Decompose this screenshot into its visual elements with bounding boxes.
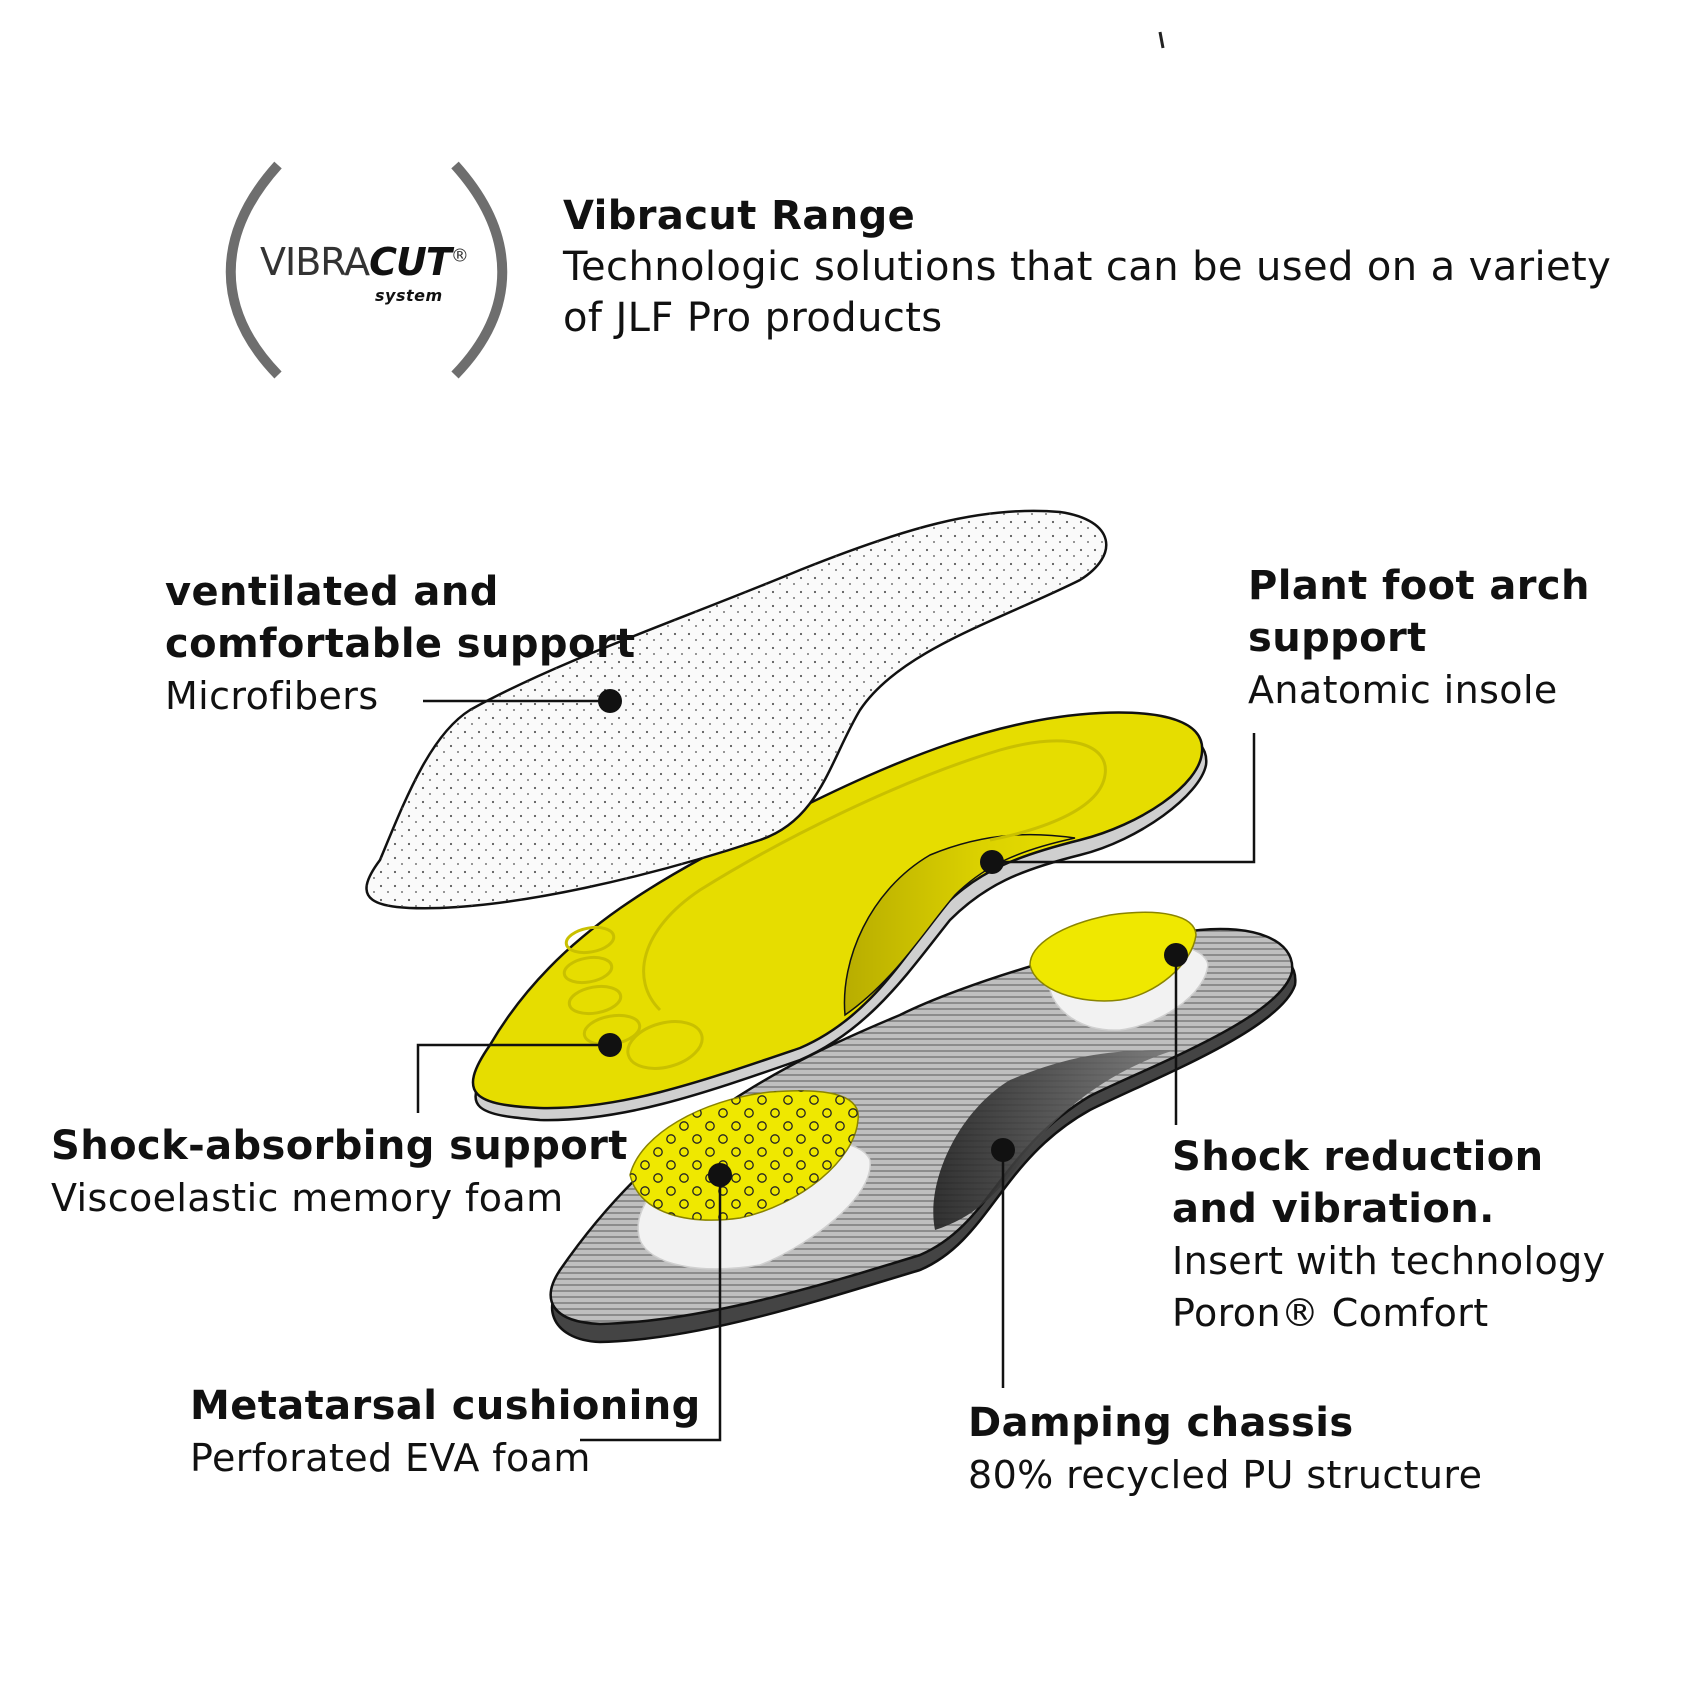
callout-title: Damping chassis [968, 1400, 1354, 1446]
callout-title: and vibration. [1172, 1186, 1495, 1232]
callout-subtitle: Viscoelastic memory foam [51, 1176, 564, 1220]
callout-subtitle: Poron® Comfort [1172, 1291, 1489, 1335]
callout-title: ventilated and [165, 569, 499, 615]
microfiber-layer [365, 509, 1108, 910]
header-title: Vibracut Range [563, 193, 916, 239]
callout-subtitle: Anatomic insole [1248, 668, 1558, 712]
leader-lines [416, 699, 1256, 1442]
callout-title: Shock reduction [1172, 1134, 1544, 1180]
header-description-line1: Technologic solutions that can be used o… [563, 244, 1612, 290]
callout-damping-chassis: Damping chassis 80% recycled PU structur… [968, 1397, 1482, 1501]
callout-title: support [1248, 615, 1427, 661]
callout-metatarsal: Metatarsal cushioning Perforated EVA foa… [190, 1380, 701, 1484]
callout-title: Shock-absorbing support [51, 1123, 628, 1169]
callout-subtitle: Perforated EVA foam [190, 1436, 591, 1480]
header-description-line2: of JLF Pro products [563, 295, 943, 341]
callout-poron: Shock reduction and vibration. Insert wi… [1172, 1131, 1606, 1339]
stray-mark [1158, 31, 1165, 49]
callout-title: comfortable support [165, 621, 636, 667]
logo-parentheses [225, 161, 508, 379]
callout-subtitle: 80% recycled PU structure [968, 1453, 1483, 1497]
callout-microfibers: ventilated and comfortable support Micro… [165, 566, 635, 722]
callout-memory-foam: Shock-absorbing support Viscoelastic mem… [51, 1120, 628, 1224]
damping-chassis-layer [549, 911, 1297, 1344]
callout-title: Plant foot arch [1248, 563, 1590, 609]
callout-subtitle: Microfibers [165, 674, 379, 718]
callout-arch-support: Plant foot arch support Anatomic insole [1248, 560, 1590, 716]
callout-subtitle: Insert with technology [1172, 1239, 1606, 1283]
vibracut-logo: VIBRACUT® [260, 240, 469, 284]
header-block: Vibracut Range Technologic solutions tha… [563, 190, 1611, 344]
leader-dots [598, 689, 1188, 1187]
callout-title: Metatarsal cushioning [190, 1383, 701, 1429]
anatomic-insole-layer [471, 711, 1208, 1122]
vibracut-logo-subtext: system [375, 286, 443, 305]
